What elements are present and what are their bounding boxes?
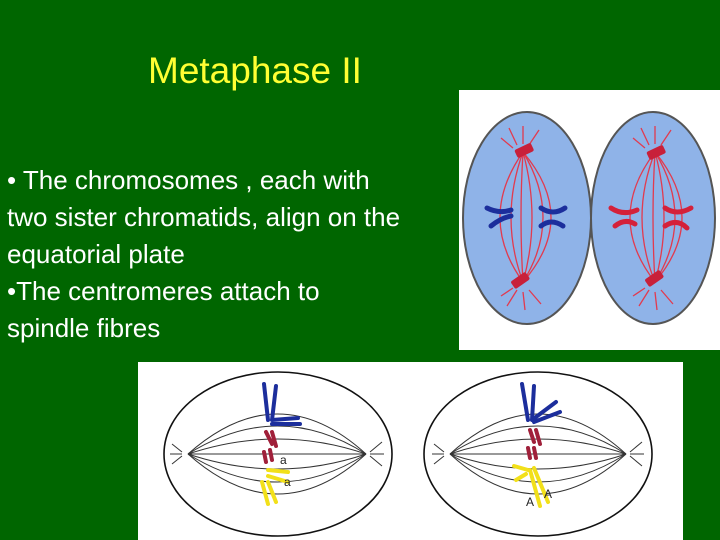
right-spindle: A A <box>423 371 653 537</box>
allele-label: A <box>544 487 552 501</box>
maroon-chromosome <box>526 428 542 460</box>
red-chromosome-left <box>608 205 640 229</box>
red-chromosome-right <box>662 205 694 231</box>
yellow-chromosome <box>260 468 290 506</box>
allele-label: a <box>280 453 287 467</box>
blue-chromosome <box>262 382 302 426</box>
left-spindle: a a <box>163 371 393 537</box>
bullet-list: • The chromosomes , each with two sister… <box>7 162 407 347</box>
allele-label: a <box>284 475 291 489</box>
blue-chromosome-left <box>484 205 514 229</box>
blue-chromosome <box>520 382 562 424</box>
allele-label: A <box>526 495 534 509</box>
maroon-chromosome <box>262 430 278 464</box>
blue-chromosome-right <box>538 205 568 229</box>
yellow-chromosome <box>512 464 550 508</box>
right-cell <box>590 111 716 325</box>
metaphase-cells-illustration <box>459 90 720 350</box>
slide-title: Metaphase II <box>148 50 362 91</box>
bullet-centromeres-attach: •The centromeres attach to spindle fibre… <box>7 276 320 343</box>
left-cell <box>462 111 592 325</box>
spindle-diagrams-illustration: a a <box>138 362 683 540</box>
bullet-chromosomes-align: • The chromosomes , each with two sister… <box>7 165 401 269</box>
